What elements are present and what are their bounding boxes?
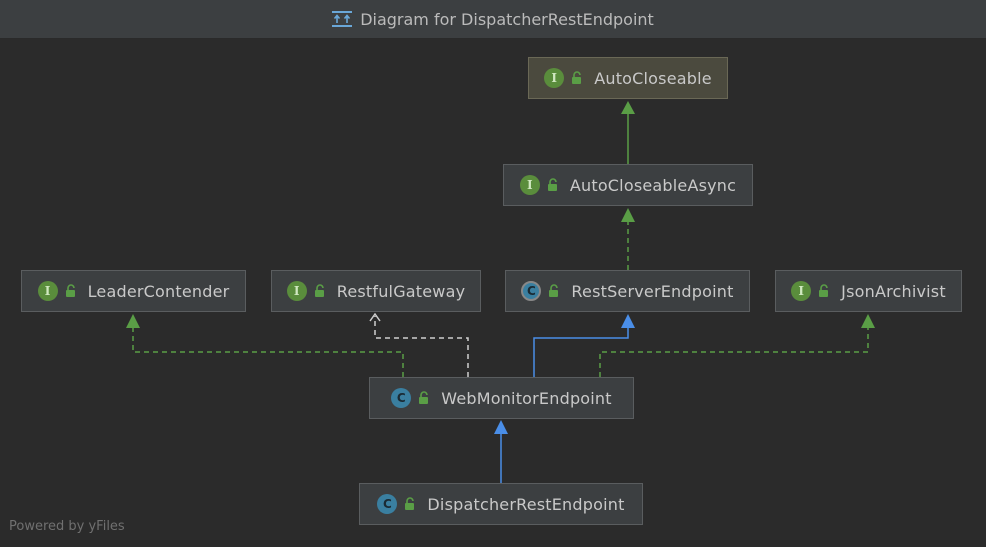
unlocked-access-icon — [419, 391, 429, 404]
node-restfulgateway[interactable]: I RestfulGateway — [271, 270, 481, 312]
unlocked-access-icon — [572, 71, 582, 84]
node-autocloseable[interactable]: I AutoCloseable — [528, 57, 728, 99]
unlocked-access-icon — [405, 497, 415, 510]
node-jsonarchivist[interactable]: I JsonArchivist — [775, 270, 962, 312]
node-label: LeaderContender — [87, 281, 230, 301]
class-badge-icon: C — [377, 494, 398, 514]
edge-webmonitorendpoint-to-jsonarchivist — [599, 314, 875, 377]
node-label: AutoCloseable — [594, 68, 712, 88]
node-label: DispatcherRestEndpoint — [427, 494, 625, 514]
interface-badge-icon: I — [519, 175, 540, 195]
edge-autocloseableasync-to-autocloseable — [621, 101, 635, 165]
unlocked-access-icon — [65, 284, 75, 297]
node-dispatcherrestendpoint[interactable]: C DispatcherRestEndpoint — [359, 483, 643, 525]
edge-webmonitorendpoint-to-restserverendpoint — [533, 314, 635, 377]
edge-dispatcherrestendpoint-to-webmonitorendpoint — [494, 420, 508, 483]
node-label: RestServerEndpoint — [571, 281, 734, 301]
interface-badge-icon: I — [286, 281, 307, 301]
node-label: RestfulGateway — [336, 281, 466, 301]
edge-restserverendpoint-to-autocloseableasync — [621, 208, 635, 270]
class-badge-icon: C — [391, 388, 412, 408]
unlocked-access-icon — [549, 284, 559, 297]
node-leadercontender[interactable]: I LeaderContender — [21, 270, 246, 312]
unlocked-access-icon — [314, 284, 324, 297]
unlocked-access-icon — [819, 284, 829, 297]
node-autocloseableasync[interactable]: I AutoCloseableAsync — [503, 164, 753, 206]
diagram-canvas[interactable]: I AutoCloseable I AutoCloseableAsync I L… — [0, 39, 986, 547]
node-webmonitorendpoint[interactable]: C WebMonitorEndpoint — [369, 377, 634, 419]
diagram-icon — [332, 11, 353, 27]
powered-by-footer: Powered by yFiles — [9, 519, 125, 534]
node-label: AutoCloseableAsync — [569, 175, 737, 195]
interface-badge-icon: I — [791, 281, 812, 301]
interface-badge-icon: I — [37, 281, 58, 301]
node-restserverendpoint[interactable]: C RestServerEndpoint — [505, 270, 750, 312]
node-label: JsonArchivist — [841, 281, 946, 301]
window-title-bar: Diagram for DispatcherRestEndpoint — [0, 0, 986, 39]
edge-webmonitorendpoint-to-restfulgateway — [369, 312, 469, 377]
abstract-class-badge-icon: C — [521, 281, 542, 301]
unlocked-access-icon — [547, 178, 557, 191]
window-title: Diagram for DispatcherRestEndpoint — [360, 9, 654, 29]
interface-badge-icon: I — [544, 68, 565, 88]
edge-webmonitorendpoint-to-leadercontender — [126, 314, 404, 377]
node-label: WebMonitorEndpoint — [441, 388, 612, 408]
edges-layer — [126, 101, 875, 483]
